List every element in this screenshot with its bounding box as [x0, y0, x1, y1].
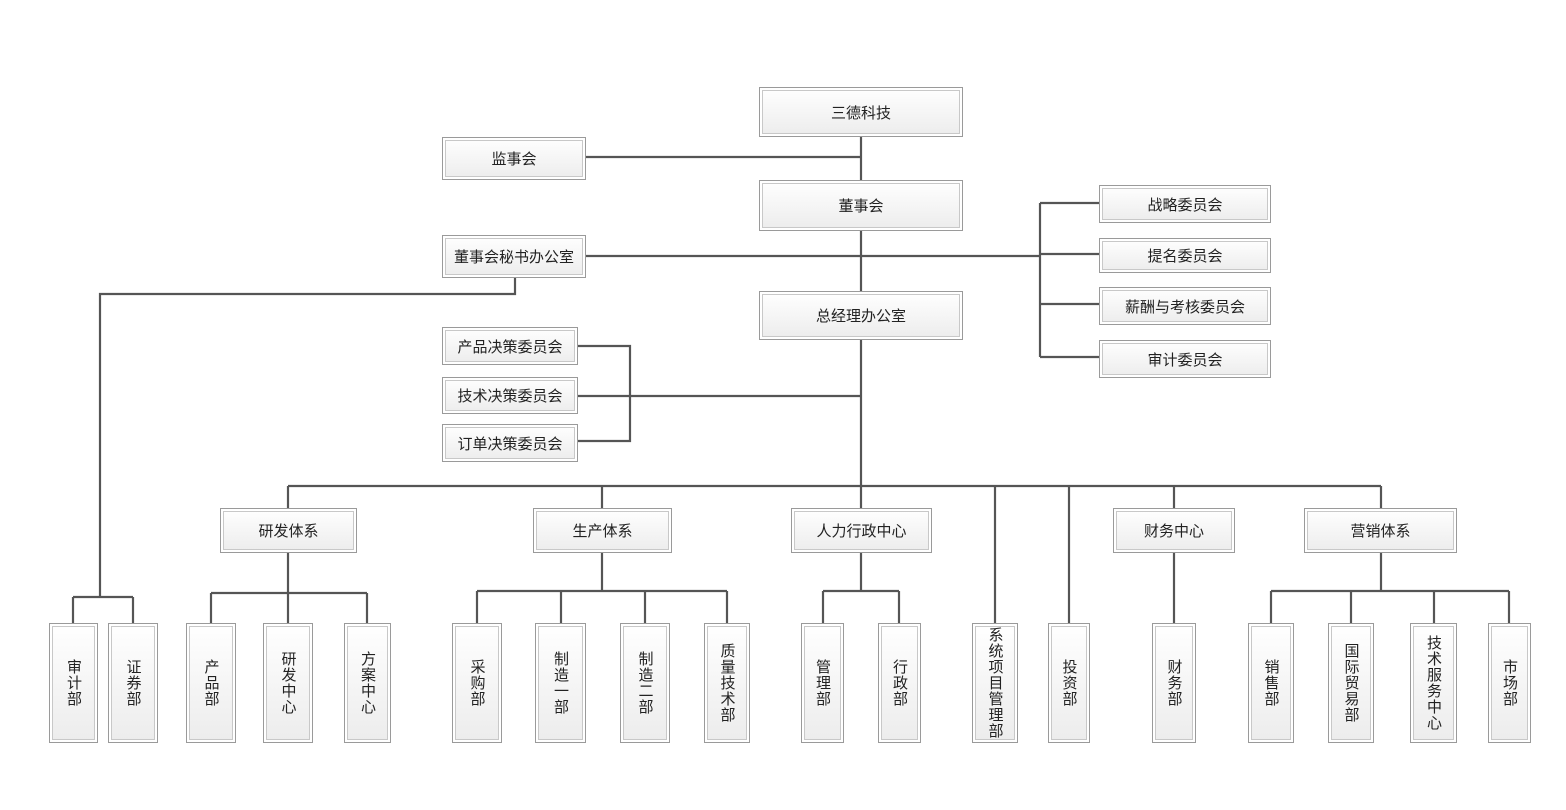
node-rd-center: 研发中心	[263, 623, 313, 743]
node-admin-dept: 行政部	[878, 623, 921, 743]
node-product-dept: 产品部	[186, 623, 236, 743]
node-strategy-committee: 战略委员会	[1099, 185, 1271, 223]
node-board: 董事会	[759, 180, 963, 231]
node-hr-admin-center: 人力行政中心	[791, 508, 932, 553]
node-audit-committee: 审计委员会	[1099, 340, 1271, 378]
connector	[578, 344, 632, 443]
node-system-project-dept: 系统项目管理部	[972, 623, 1018, 743]
node-tech-decision-committee: 技术决策委员会	[442, 377, 578, 414]
node-supervisory-board: 监事会	[442, 137, 586, 180]
node-securities-dept: 证券部	[108, 623, 158, 743]
node-manufacturing-2: 制造二部	[620, 623, 670, 743]
node-purchasing-dept: 采购部	[452, 623, 502, 743]
node-finance-center: 财务中心	[1113, 508, 1235, 553]
node-investment-dept: 投资部	[1048, 623, 1090, 743]
node-compensation-committee: 薪酬与考核委员会	[1099, 287, 1271, 325]
node-root: 三德科技	[759, 87, 963, 137]
node-marketing-system: 营销体系	[1304, 508, 1457, 553]
node-quality-tech-dept: 质量技术部	[704, 623, 750, 743]
node-intl-trade-dept: 国际贸易部	[1328, 623, 1374, 743]
node-order-decision-committee: 订单决策委员会	[442, 424, 578, 462]
node-product-decision-committee: 产品决策委员会	[442, 327, 578, 365]
node-rd-system: 研发体系	[220, 508, 357, 553]
node-production-system: 生产体系	[533, 508, 672, 553]
node-audit-dept: 审计部	[49, 623, 98, 743]
connector	[98, 277, 517, 597]
node-board-secretary-office: 董事会秘书办公室	[442, 235, 586, 278]
node-nomination-committee: 提名委员会	[1099, 238, 1271, 273]
node-solution-center: 方案中心	[344, 623, 391, 743]
node-sales-dept: 销售部	[1248, 623, 1294, 743]
node-finance-dept: 财务部	[1152, 623, 1196, 743]
node-marketing-dept: 市场部	[1488, 623, 1531, 743]
node-management-dept: 管理部	[801, 623, 844, 743]
node-tech-service-center: 技术服务中心	[1410, 623, 1457, 743]
node-manufacturing-1: 制造一部	[535, 623, 586, 743]
node-gm-office: 总经理办公室	[759, 291, 963, 340]
